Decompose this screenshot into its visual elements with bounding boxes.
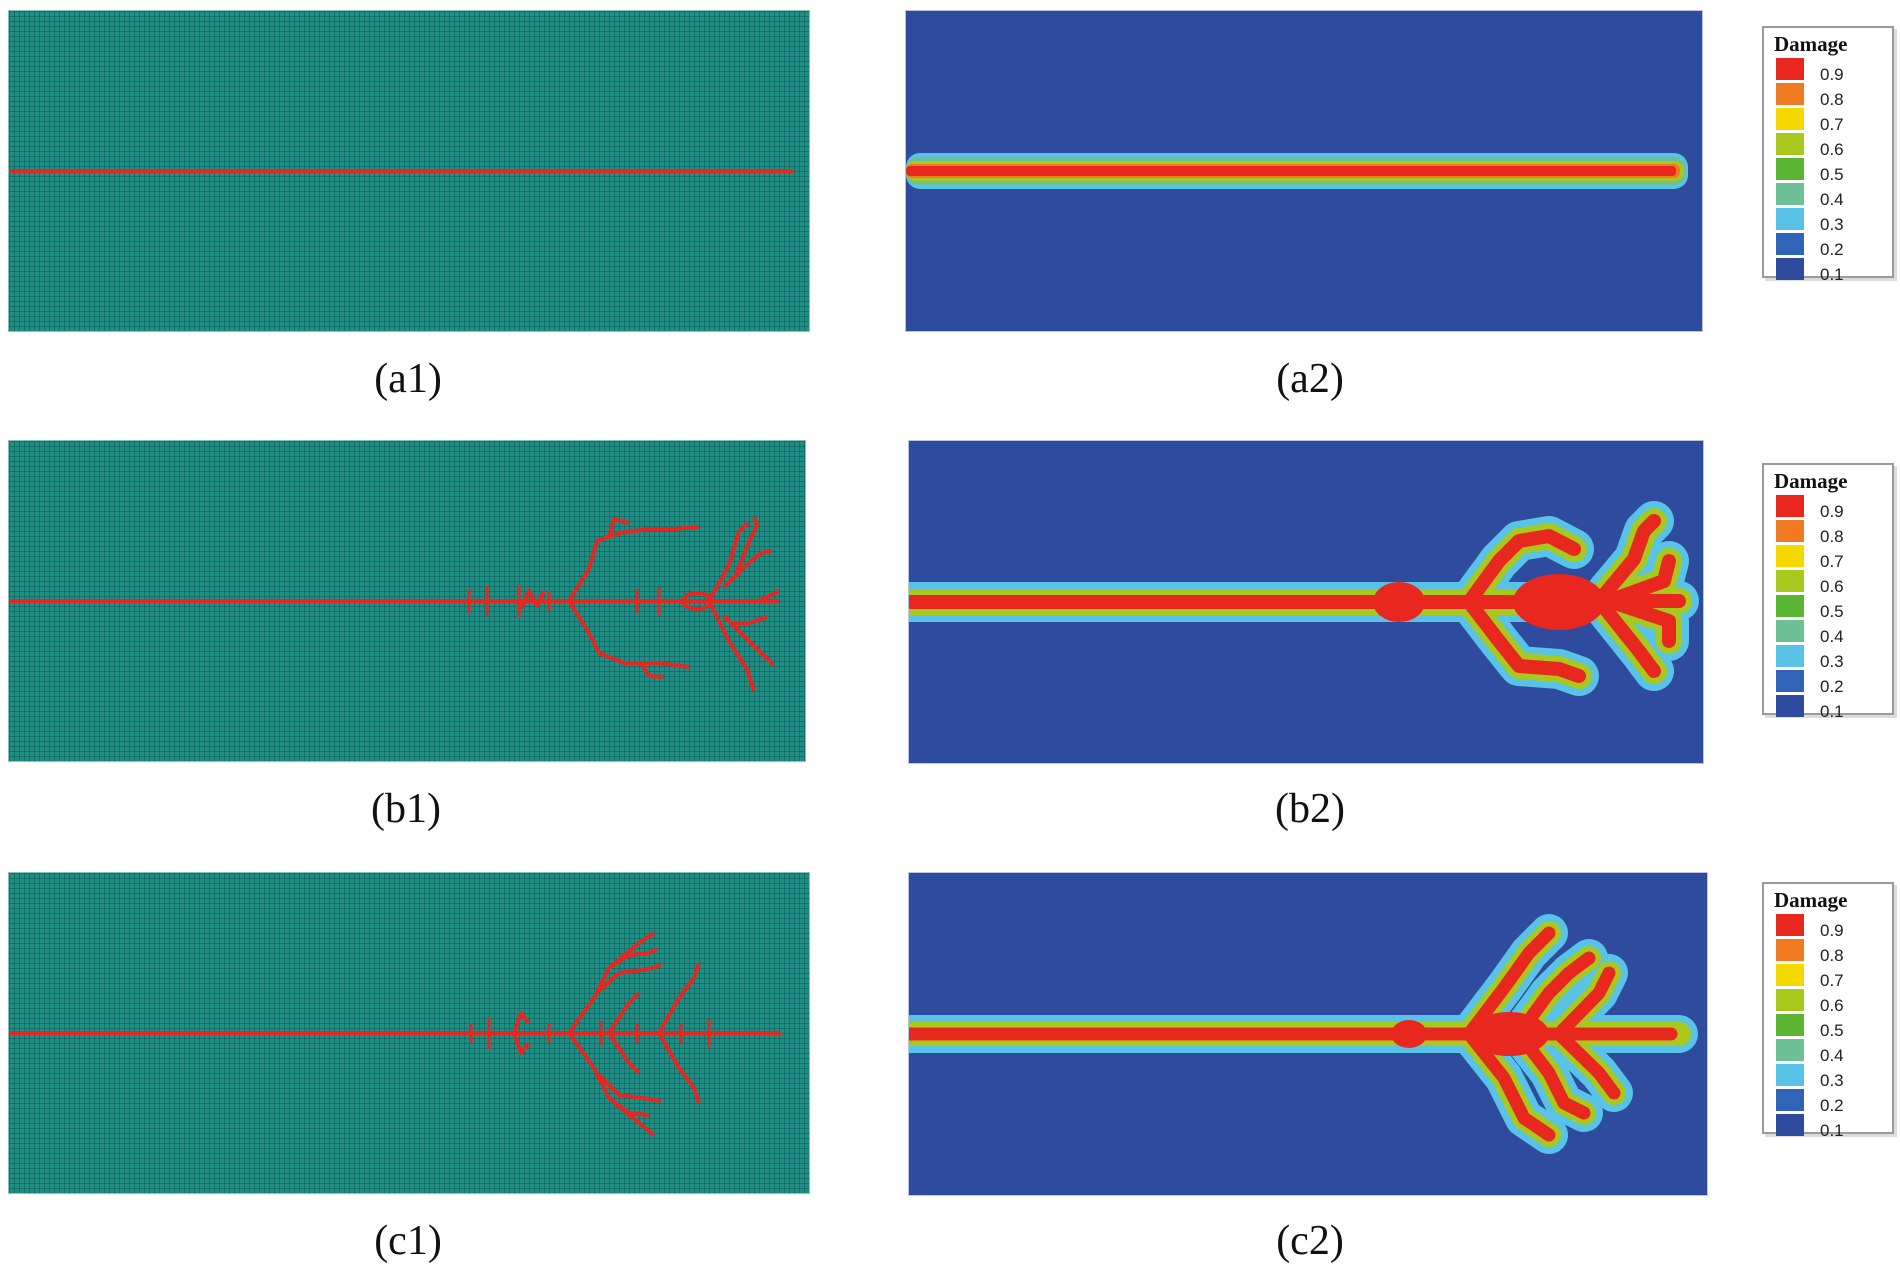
- caption-a2: (a2): [1276, 356, 1344, 402]
- legend-level-label: 0.2: [1820, 677, 1844, 696]
- caption-c1: (c1): [374, 1218, 442, 1264]
- damage-legend-c: Damage 0.9 0.8 0.7 0.6 0.5 0.4 0.3 0.2 0.1: [1762, 882, 1894, 1139]
- legend-level-label: 0.6: [1820, 140, 1844, 159]
- legend-level-label: 0.5: [1820, 165, 1844, 184]
- legend-swatch: [1776, 670, 1804, 692]
- legend-level-label: 0.8: [1820, 90, 1844, 109]
- legend-level-label: 0.8: [1820, 946, 1844, 965]
- legend-swatch: [1776, 914, 1804, 936]
- legend-level-label: 0.8: [1820, 527, 1844, 546]
- legend-swatch: [1776, 108, 1804, 130]
- legend-level-label: 0.7: [1820, 552, 1844, 571]
- legend-swatch: [1776, 1064, 1804, 1086]
- legend-swatch: [1776, 208, 1804, 230]
- damage-legend-b: Damage 0.9 0.8 0.7 0.6 0.5 0.4 0.3 0.2 0.1: [1762, 463, 1894, 720]
- legend-title: Damage: [1774, 888, 1848, 912]
- legend-swatch: [1776, 495, 1804, 517]
- legend-swatch: [1776, 133, 1804, 155]
- caption-c2: (c2): [1276, 1218, 1344, 1264]
- damage-legend-a: Damage 0.9 0.8 0.7 0.6 0.5 0.4 0.3 0.2 0.1: [1762, 26, 1894, 283]
- legend-level-label: 0.9: [1820, 921, 1844, 940]
- panel-a1-mesh-straight-crack: [8, 10, 810, 332]
- legend-swatch: [1776, 58, 1804, 80]
- legend-level-label: 0.3: [1820, 215, 1844, 234]
- legend-swatch: [1776, 989, 1804, 1011]
- legend-level-label: 0.3: [1820, 1071, 1844, 1090]
- legend-swatch: [1776, 233, 1804, 255]
- legend-swatch: [1776, 1039, 1804, 1061]
- legend-title: Damage: [1774, 32, 1848, 56]
- legend-level-label: 0.2: [1820, 1096, 1844, 1115]
- legend-swatch: [1776, 964, 1804, 986]
- legend-level-label: 0.6: [1820, 996, 1844, 1015]
- legend-swatch: [1776, 620, 1804, 642]
- legend-swatch: [1776, 1114, 1804, 1136]
- caption-b2: (b2): [1275, 786, 1345, 832]
- legend-level-label: 0.5: [1820, 602, 1844, 621]
- legend-level-label: 0.5: [1820, 1021, 1844, 1040]
- legend-level-label: 0.1: [1820, 1121, 1844, 1140]
- legend-swatch: [1776, 258, 1804, 280]
- legend-swatch: [1776, 1014, 1804, 1036]
- panel-b2-damage-branching-crack: [908, 440, 1704, 764]
- legend-level-label: 0.4: [1820, 1046, 1844, 1065]
- legend-level-label: 0.6: [1820, 577, 1844, 596]
- legend-swatch: [1776, 645, 1804, 667]
- legend-level-label: 0.7: [1820, 971, 1844, 990]
- caption-a1: (a1): [374, 356, 442, 402]
- panel-a2-damage-straight-crack: [905, 10, 1703, 332]
- legend-swatch: [1776, 939, 1804, 961]
- legend-swatch: [1776, 183, 1804, 205]
- legend-swatch: [1776, 545, 1804, 567]
- legend-swatch: [1776, 520, 1804, 542]
- panel-b1-mesh-branching-crack: [8, 440, 806, 762]
- legend-swatch: [1776, 595, 1804, 617]
- legend-level-label: 0.1: [1820, 702, 1844, 721]
- legend-level-label: 0.4: [1820, 190, 1844, 209]
- legend-swatch: [1776, 1089, 1804, 1111]
- legend-level-label: 0.4: [1820, 627, 1844, 646]
- legend-swatch: [1776, 83, 1804, 105]
- legend-swatch: [1776, 570, 1804, 592]
- legend-level-label: 0.3: [1820, 652, 1844, 671]
- legend-level-label: 0.7: [1820, 115, 1844, 134]
- panel-c2-damage-branching-crack: [908, 872, 1708, 1196]
- legend-level-label: 0.1: [1820, 265, 1844, 284]
- caption-b1: (b1): [371, 786, 441, 832]
- legend-swatch: [1776, 695, 1804, 717]
- legend-title: Damage: [1774, 469, 1848, 493]
- legend-level-label: 0.9: [1820, 65, 1844, 84]
- legend-swatch: [1776, 158, 1804, 180]
- legend-level-label: 0.2: [1820, 240, 1844, 259]
- legend-level-label: 0.9: [1820, 502, 1844, 521]
- panel-c1-mesh-branching-crack: [8, 872, 810, 1194]
